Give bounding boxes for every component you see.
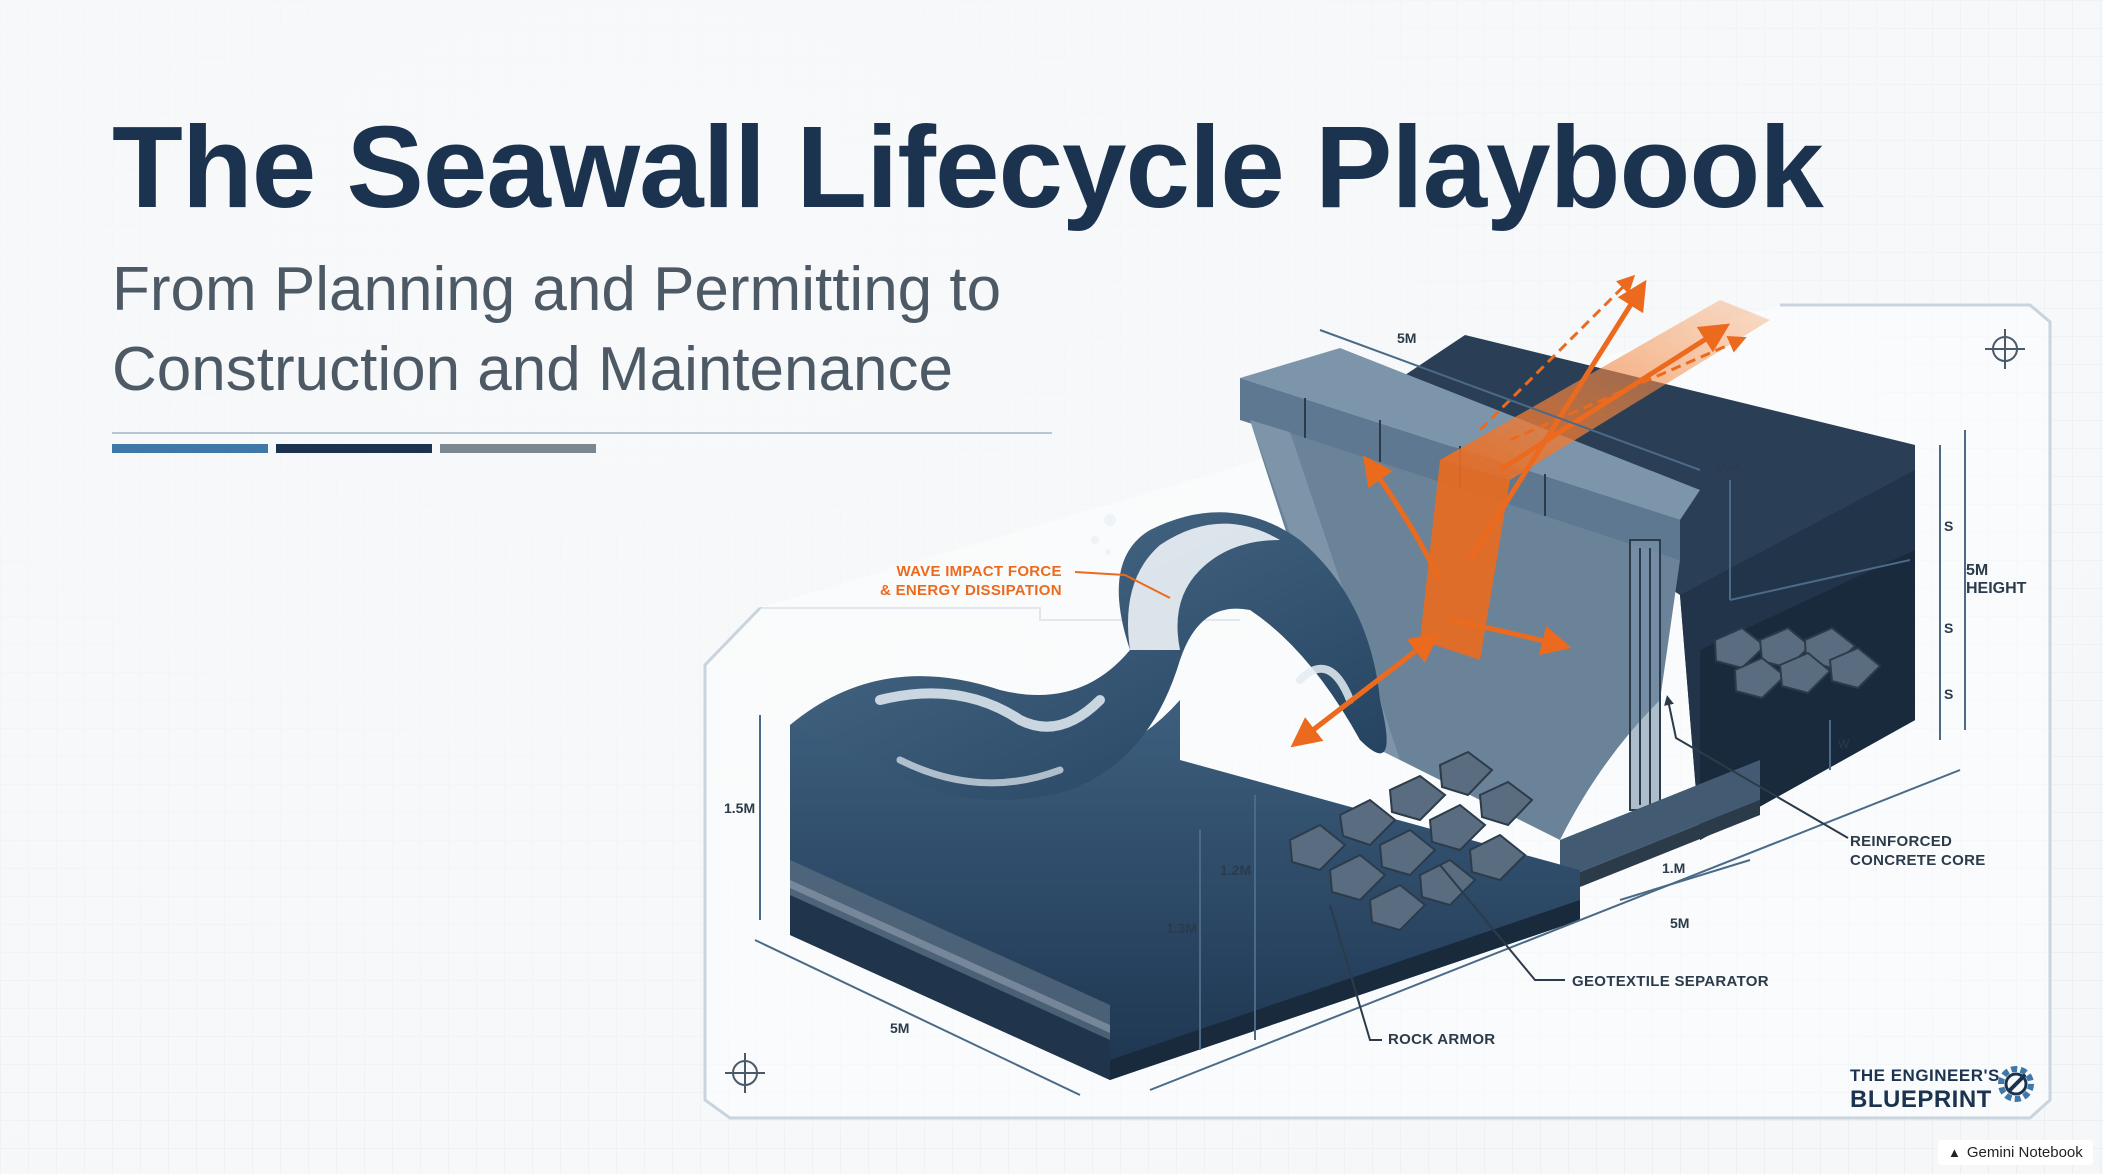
callout-core-line-1: REINFORCED bbox=[1850, 833, 1953, 850]
accent-bar-blue bbox=[112, 444, 268, 453]
dim-seg-b: S bbox=[1944, 620, 1954, 636]
callout-wave-impact: WAVE IMPACT FORCE & ENERGY DISSIPATION bbox=[880, 562, 1062, 600]
callout-leaders bbox=[1074, 571, 1849, 1041]
gear-wrench-icon bbox=[1998, 1066, 2034, 1102]
page-title: The Seawall Lifecycle Playbook bbox=[112, 102, 1824, 232]
brand-line-2: BLUEPRINT bbox=[1850, 1086, 1992, 1113]
callout-wave-line-2: & ENERGY DISSIPATION bbox=[880, 582, 1062, 599]
dim-height: 5M HEIGHT bbox=[1966, 562, 2026, 598]
dim-base-right: 5M bbox=[1670, 915, 1690, 931]
wave-crest bbox=[790, 512, 1387, 800]
watermark-text: Gemini Notebook bbox=[1966, 1144, 2083, 1161]
engineers-blueprint-logo: THE ENGINEER'S BLUEPRINT bbox=[1850, 1064, 2000, 1112]
crosshair-icon bbox=[1985, 329, 2025, 369]
dim-top-width: 5M bbox=[1397, 330, 1417, 346]
callout-wave-line-1: WAVE IMPACT FORCE bbox=[896, 563, 1062, 580]
brand-line-1: THE ENGINEER'S bbox=[1850, 1066, 2000, 1085]
callout-geotextile: GEOTEXTILE SEPARATOR bbox=[1572, 973, 1769, 990]
callout-reinforced-core: REINFORCED CONCRETE CORE bbox=[1850, 832, 1986, 870]
gemini-notebook-watermark: ▲ Gemini Notebook bbox=[1938, 1140, 2093, 1165]
dim-base-left: 5M bbox=[890, 1020, 910, 1036]
dim-seg-w: W bbox=[1838, 737, 1850, 751]
title-divider bbox=[112, 432, 1052, 434]
dim-tiny-mark: AAAA bbox=[1714, 462, 1741, 473]
dim-left-depth: 1.5M bbox=[724, 800, 756, 816]
subtitle-line-1: From Planning and Permitting to bbox=[112, 255, 1002, 324]
callout-core-line-2: CONCRETE CORE bbox=[1850, 852, 1986, 869]
rebar-column bbox=[1629, 539, 1661, 811]
dim-water-lower: 1.3M bbox=[1166, 920, 1198, 936]
callout-rock-armor: ROCK ARMOR bbox=[1388, 1031, 1496, 1048]
accent-bar-navy bbox=[276, 444, 432, 453]
wave-force-arrows bbox=[1290, 274, 1770, 748]
notebook-icon: ▲ bbox=[1948, 1145, 1961, 1160]
dimension-lines bbox=[754, 329, 1966, 1096]
accent-bar-gray bbox=[440, 444, 596, 453]
dim-footing: 1.M bbox=[1662, 860, 1686, 876]
dim-height-value: 5M bbox=[1966, 562, 1989, 579]
dim-seg-c: S bbox=[1944, 686, 1954, 702]
dim-water-upper: 1.2M bbox=[1220, 862, 1252, 878]
dim-height-word: HEIGHT bbox=[1966, 580, 2027, 597]
subtitle-line-2: Construction and Maintenance bbox=[112, 335, 953, 404]
dim-seg-a: S bbox=[1944, 518, 1954, 534]
crosshair-icon bbox=[725, 1053, 765, 1093]
page-subtitle: From Planning and Permitting to Construc… bbox=[112, 250, 1001, 410]
wall-footing bbox=[1560, 760, 1760, 895]
rock-armor bbox=[1288, 626, 1882, 932]
